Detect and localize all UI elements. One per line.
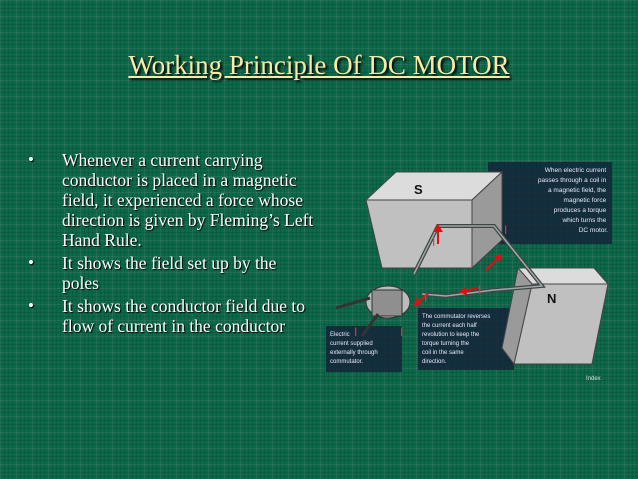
bullet-marker: • <box>28 296 34 315</box>
caption-right: The commutator reverses the current each… <box>422 314 492 365</box>
slide-title: Working Principle Of DC MOTOR <box>128 50 510 80</box>
caption-left: Electric current supplied externally thr… <box>330 332 379 365</box>
current-label: I <box>424 291 427 305</box>
current-label: I <box>504 223 507 237</box>
pole-label-north: N <box>547 291 556 306</box>
bullet-text: Whenever a current carrying conductor is… <box>62 150 314 250</box>
caption-top: When electric current passes through a c… <box>538 167 608 234</box>
current-label: I <box>400 325 403 339</box>
bullet-item: • Whenever a current carrying conductor … <box>28 150 316 250</box>
bullet-text: It shows the conductor field due to flow… <box>62 296 306 336</box>
diagram-footer: Index <box>586 376 601 382</box>
bullet-marker: • <box>28 253 34 272</box>
bullet-text: It shows the field set up by the poles <box>62 253 277 293</box>
current-label: I <box>432 235 435 249</box>
bullet-item: • It shows the conductor field due to fl… <box>28 296 316 336</box>
dc-motor-diagram: S N I I I I I I When electric current pa… <box>326 162 612 382</box>
pole-label-south: S <box>414 182 423 197</box>
current-label: I <box>478 283 481 297</box>
bullet-list: • Whenever a current carrying conductor … <box>28 150 316 339</box>
bullet-item: • It shows the field set up by the poles <box>28 253 316 293</box>
bullet-marker: • <box>28 150 34 169</box>
current-label: I <box>354 325 357 339</box>
